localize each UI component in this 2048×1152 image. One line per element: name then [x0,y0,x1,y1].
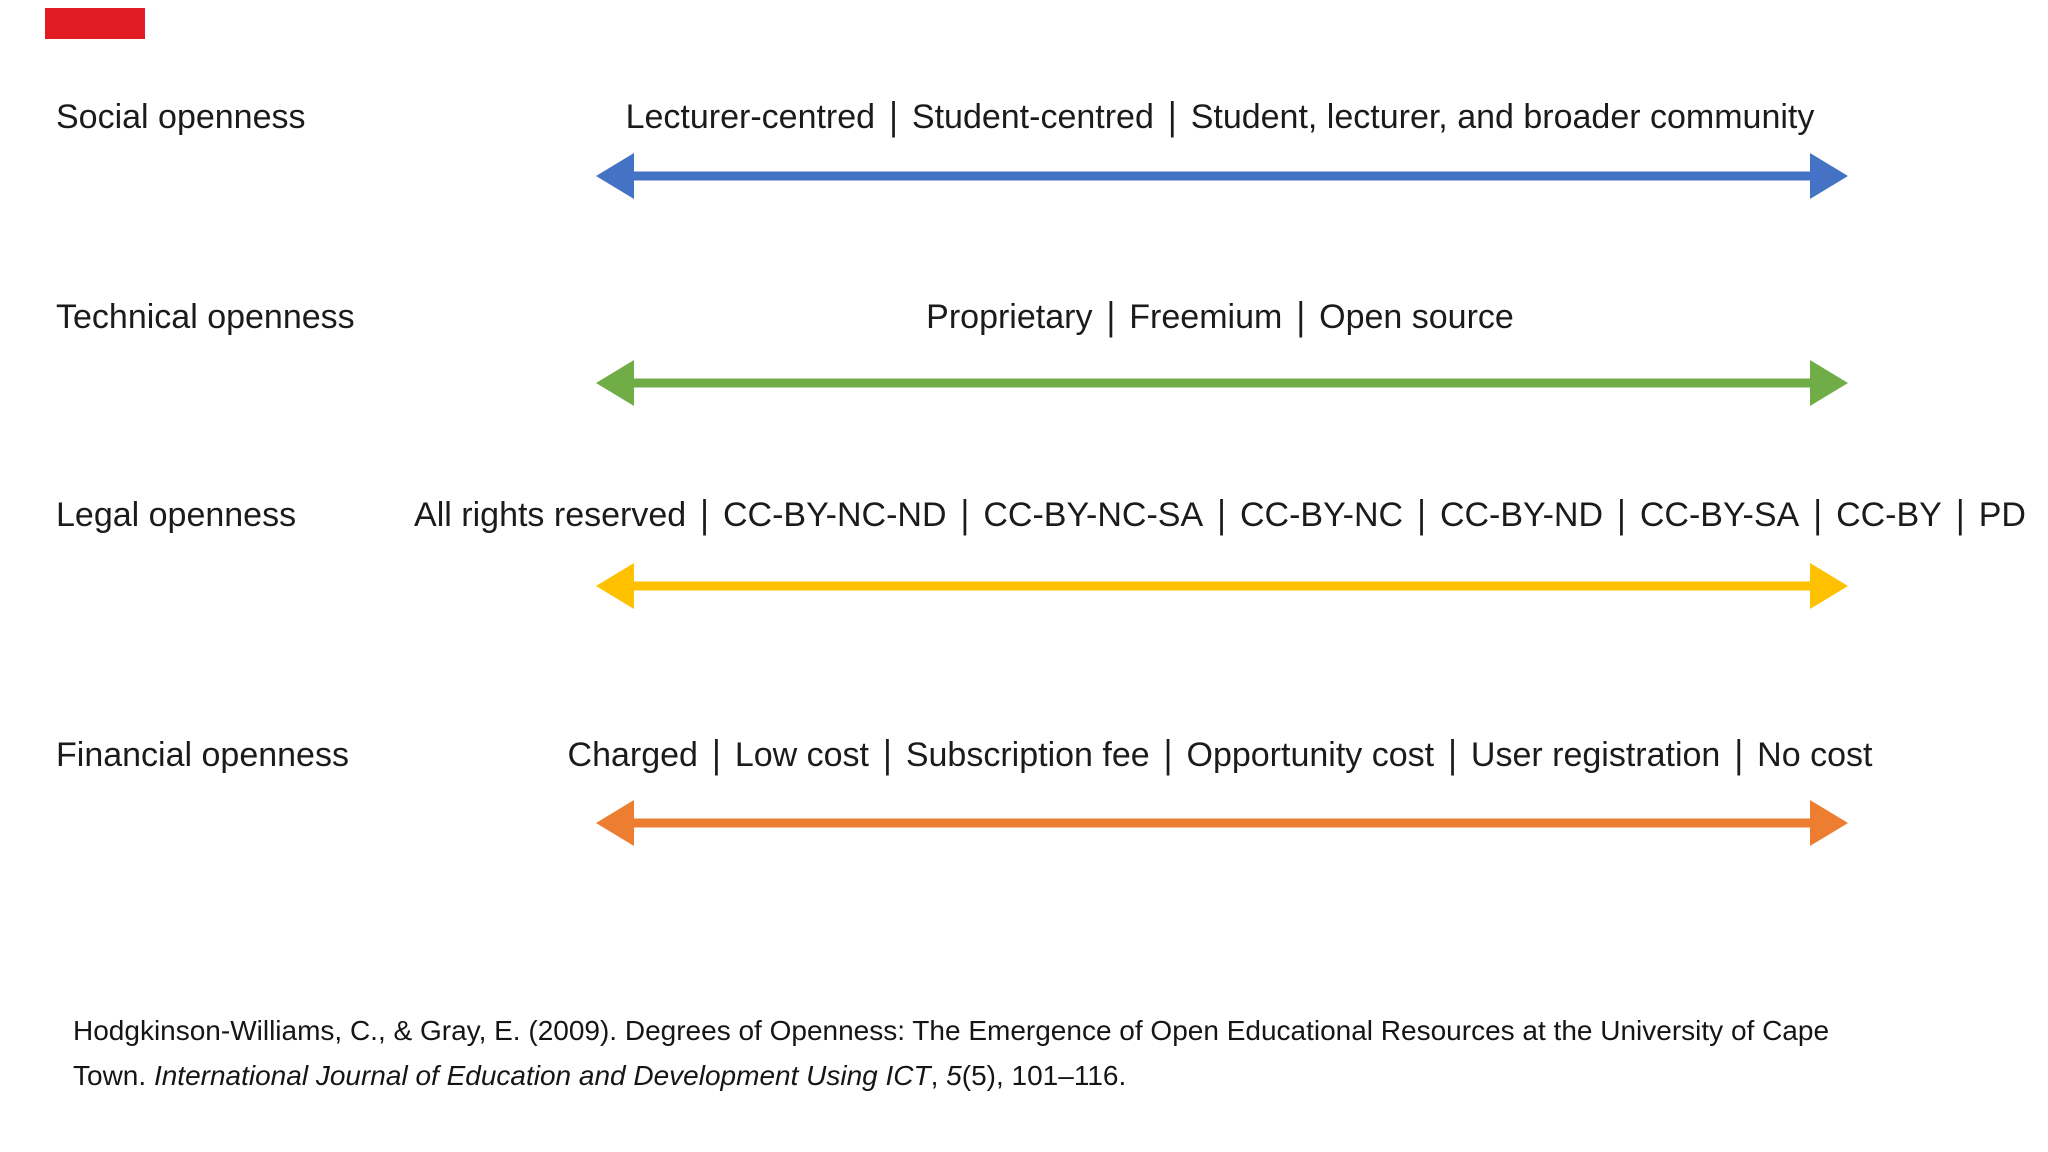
scale-option: Student, lecturer, and broader community [1190,98,1815,136]
options-scale-legal: All rights reserved | CC-BY-NC-ND | CC-BY-NC… [390,493,2048,537]
scale-option: CC-BY-NC [1240,496,1404,534]
option-separator: | [1163,733,1173,777]
citation-town: Town. [73,1060,154,1091]
arrow-right-head-icon [1810,360,1848,406]
social-spectrum-arrow [596,153,1848,199]
option-separator: | [889,95,898,139]
technical-spectrum-arrow [596,360,1848,406]
citation-separator: , [930,1060,947,1091]
scale-option: CC-BY-NC-ND [723,496,947,534]
arrow-right-head-icon [1810,800,1848,846]
scale-option: User registration [1470,736,1721,774]
accent-bar [45,8,145,39]
row-label-technical-openness: Technical openness [56,298,355,336]
option-separator: | [1813,493,1823,537]
scale-option: CC-BY-SA [1639,496,1800,534]
legal-spectrum-arrow [596,563,1848,609]
citation-line-2: Town. International Journal of Education… [73,1053,1833,1098]
row-label-legal-openness: Legal openness [56,496,297,534]
arrow-shaft [626,581,1818,591]
option-separator: | [1167,95,1177,139]
citation-line-1: Hodgkinson-Williams, C., & Gray, E. (200… [73,1015,1830,1046]
option-separator: | [883,733,892,777]
arrow-right-head-icon [1810,563,1848,609]
scale-option: PD [1978,496,2026,534]
scale-option: Student-centred [911,98,1154,136]
arrow-shaft [626,378,1818,388]
citation: Hodgkinson-Williams, C., & Gray, E. (200… [73,1008,1833,1098]
option-separator: | [711,733,721,777]
option-separator: | [1955,493,1965,537]
option-separator: | [1417,493,1426,537]
arrow-shaft [626,171,1818,181]
option-separator: | [1448,733,1457,777]
scale-option: Open source [1319,298,1514,336]
citation-journal-title: International Journal of Education and D… [153,1060,931,1091]
option-separator: | [1217,493,1226,537]
scale-option: Charged [567,736,698,774]
scale-option: All rights reserved [414,496,687,534]
option-separator: | [1106,295,1116,339]
options-scale-technical: Proprietary | Freemium | Open source [390,295,2048,339]
scale-option: Subscription fee [905,736,1150,774]
arrow-shaft [626,818,1818,828]
citation-volume: 5 [946,1060,962,1091]
option-separator: | [1296,295,1306,339]
scale-option: Lecturer-centred [625,98,876,136]
scale-option: CC-BY [1836,496,1942,534]
row-label-social-openness: Social openness [56,98,306,136]
scale-option: Opportunity cost [1186,736,1435,774]
arrow-right-head-icon [1810,153,1848,199]
options-scale-financial: Charged | Low cost | Subscription fee | Opport… [390,733,2048,777]
scale-option: Freemium [1129,298,1283,336]
row-label-financial-openness: Financial openness [56,736,349,774]
scale-option: Proprietary [926,298,1093,336]
financial-spectrum-arrow [596,800,1848,846]
scale-option: No cost [1757,736,1873,774]
option-separator: | [1617,493,1626,537]
scale-option: Low cost [734,736,869,774]
scale-option: CC-BY-ND [1439,496,1604,534]
option-separator: | [960,493,970,537]
option-separator: | [700,493,709,537]
options-scale-social: Lecturer-centred | Student-centred | Student… [390,95,2048,139]
option-separator: | [1734,733,1744,777]
citation-issue-pages: (5), 101–116. [961,1060,1127,1091]
scale-option: CC-BY-NC-SA [983,496,1204,534]
